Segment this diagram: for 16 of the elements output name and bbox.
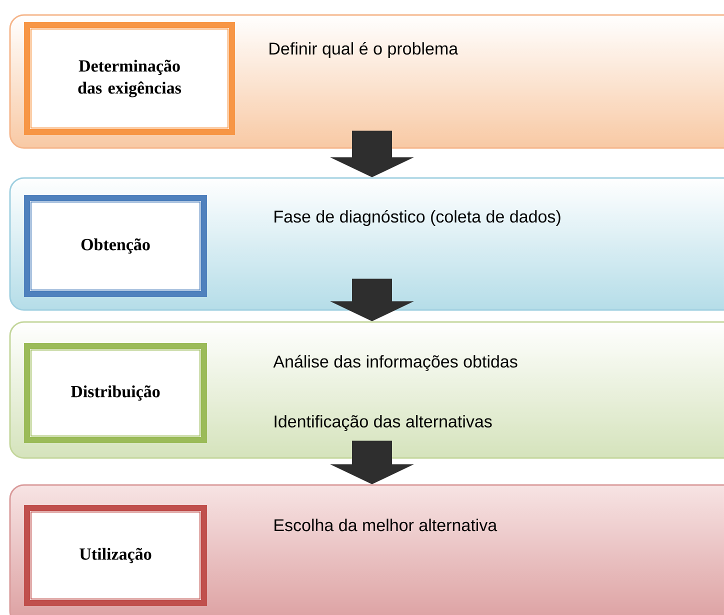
stage-description: Análise das informações obtidas [273, 354, 518, 372]
block-arrow [330, 440, 414, 484]
stage-title-box: Utilização [24, 504, 207, 606]
block-arrow [330, 278, 414, 322]
stage-title-box: Distribuição [24, 343, 207, 443]
stage-description: Definir qual é o problema [270, 42, 458, 58]
stage-band [9, 177, 724, 311]
stage-band [9, 321, 724, 459]
stage-description: Escolha da melhor alternativa [274, 518, 498, 532]
stage-title-box: Obtenção [24, 195, 207, 297]
stage-title-box: Determinação das exigências [24, 22, 235, 135]
stage-band [9, 484, 724, 615]
stage-description: Identificação das alternativas [274, 415, 492, 431]
stage-band [9, 14, 724, 149]
block-arrow [330, 130, 414, 178]
stage-description: Fase de diagnóstico (coleta de dados) [274, 210, 560, 226]
